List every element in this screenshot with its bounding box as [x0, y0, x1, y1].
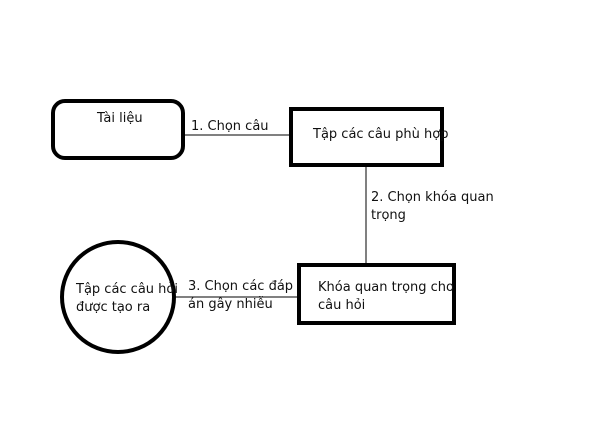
node-tap-cau-phu-hop-label: Tập các câu phù hợp: [313, 127, 449, 142]
node-khoa-quan-trong-label: Khóa quan trọng cho câu hỏi: [318, 280, 455, 313]
node-tap-cau-hoi-label: Tập các câu hỏi được tạo ra: [76, 282, 178, 315]
node-khoa-quan-trong-shape: [297, 263, 456, 325]
node-tai-lieu-label: Tài liệu: [97, 111, 143, 126]
edge-step1-label: 1. Chọn câu: [191, 119, 269, 134]
node-tai-lieu-shape: [51, 99, 185, 160]
edge-step3-label: 3. Chọn các đáp án gây nhiễu: [188, 279, 294, 312]
edge-step2-label: 2. Chọn khóa quan trọng: [371, 190, 494, 223]
node-tap-cau-phu-hop-shape: [289, 107, 444, 167]
